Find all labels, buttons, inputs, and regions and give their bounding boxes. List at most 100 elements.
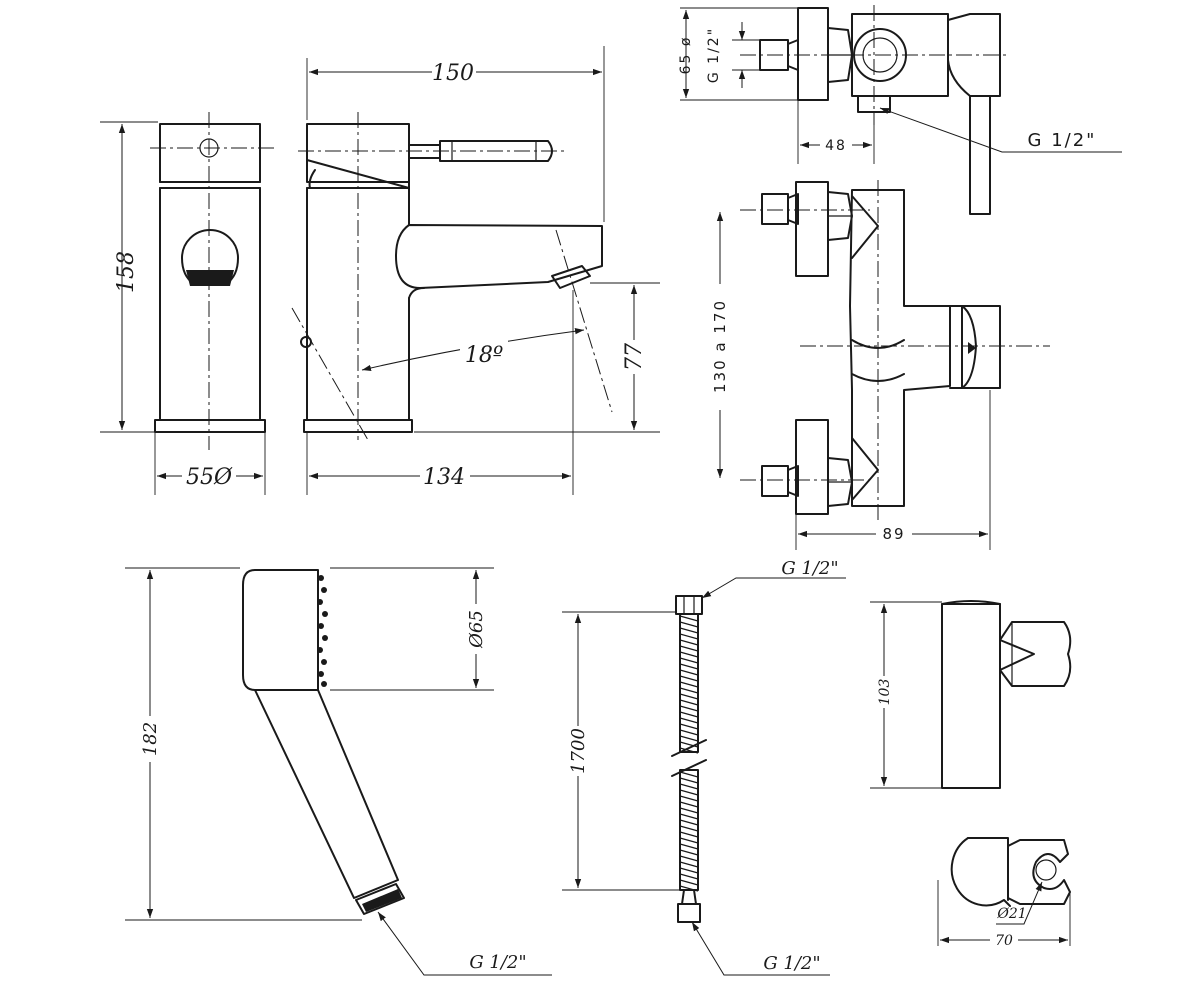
leader-hose-bottom [691,921,830,976]
hose-coil [679,867,699,874]
hose-coil [679,789,699,796]
bracket-base-disc [950,837,1011,907]
hose-coil [679,723,699,730]
hose-coil [679,855,699,862]
dim-height-label: 158 [114,251,139,293]
outlet-thread-label: G 1/2" [1028,130,1097,151]
leader-shower-thread [377,911,552,976]
top-lever [969,95,991,215]
dim-inlet-diameter-label: 65 ø [678,36,694,75]
hose-coil [679,615,699,622]
dim-depth-label: 48 [825,138,847,154]
shower-head [242,569,319,691]
hose-coil [679,645,699,652]
hose-coil [679,717,699,724]
hose-coil [679,771,699,778]
hose-coil [679,873,699,880]
shower-mixer-front-view: 130 a 170 89 [710,180,1050,550]
dim-centers-label: 130 a 170 [711,299,729,393]
hose-bottom-ferrule [681,889,697,905]
leader-hose-top [701,577,846,599]
hose-coil [679,777,699,784]
spout [395,224,603,289]
bracket-hole [1035,859,1057,881]
hose-coil [679,831,699,838]
hose-coil [679,879,699,886]
hose-coil [679,783,699,790]
spray-nozzles [317,575,328,687]
dim-angle-label: 18º [465,343,503,368]
hose-coil [679,801,699,808]
tilt-axis-left [291,307,369,441]
hose-coil [679,639,699,646]
hose-coil [679,627,699,634]
hose-coil [679,651,699,658]
dim-inlet-thread-label: G 1/2" [706,27,722,83]
hose-coil [679,843,699,850]
hose-coil [679,633,699,640]
hose-top-nut [675,595,703,615]
front-handle-cap [961,305,1001,389]
dim-base-label: 55Ø [186,465,233,490]
hose-coil [679,699,699,706]
hose-coil [679,735,699,742]
leader-bracket-hole [996,881,1043,925]
lever-handle [439,140,553,162]
hose-coil [679,663,699,670]
shower-thread-label: G 1/2" [469,952,526,973]
hose-bottom-thread-label: G 1/2" [763,953,820,974]
shower-handle [254,689,399,899]
hose-coil [679,657,699,664]
hose-coil [679,621,699,628]
dim-shower-length-label: 182 [140,722,161,756]
hose-coils [679,615,699,892]
tilt-axis-right [555,229,613,413]
front-base-plate [154,419,266,433]
basin-mixer-side-view: 18º 150 134 77 [291,46,660,495]
dim-bracket-width-label: 70 [995,933,1013,949]
hose-coil [679,837,699,844]
front-lower-inlet-nut [761,465,789,497]
hose-bottom-nut [677,903,701,923]
hose-coil [679,675,699,682]
hose-coil [679,747,699,754]
dim-bracket-height-label: 103 [877,679,893,706]
hose-coil [679,669,699,676]
hand-shower: 182 Ø65 G 1/2" [125,567,552,976]
hose-break-mark [671,739,707,777]
spout-aerator [551,265,591,289]
wall-bracket-top-view: Ø21 70 [937,837,1071,949]
front-handle-cap [159,123,261,183]
dim-length-label: 150 [432,61,474,86]
front-lower-flange [795,419,829,515]
hose-coil [679,687,699,694]
hose-coil [679,681,699,688]
dim-width-label: 89 [882,525,905,543]
shower-thread [362,889,402,912]
front-upper-inlet-nut [761,193,789,225]
aerator-mesh [186,270,234,286]
bracket-holder [999,621,1072,687]
hose-coil [679,705,699,712]
hose-coil [679,849,699,856]
shower-hose: 1700 G 1/2" G 1/2" [562,558,846,976]
hose-coil [679,711,699,718]
top-handle-cap [947,13,1001,97]
hose-coil [679,819,699,826]
hose-top-thread-label: G 1/2" [781,558,838,579]
hose-coil [679,861,699,868]
dim-head-diameter-label: Ø65 [466,610,487,649]
basin-mixer-front-view: 158 55Ø [100,112,275,495]
top-eccentric-flange [797,7,829,101]
hose-coil [679,795,699,802]
bracket-post [941,603,1001,789]
hose-coil [679,825,699,832]
dim-reach-label: 134 [423,465,465,490]
front-mixer-body [849,189,951,507]
front-upper-flange [795,181,829,277]
bracket-clip [1007,839,1071,905]
dim-hose-length-label: 1700 [568,728,589,774]
hose-coil [679,807,699,814]
wall-bracket-side-view: 103 [870,600,1072,789]
